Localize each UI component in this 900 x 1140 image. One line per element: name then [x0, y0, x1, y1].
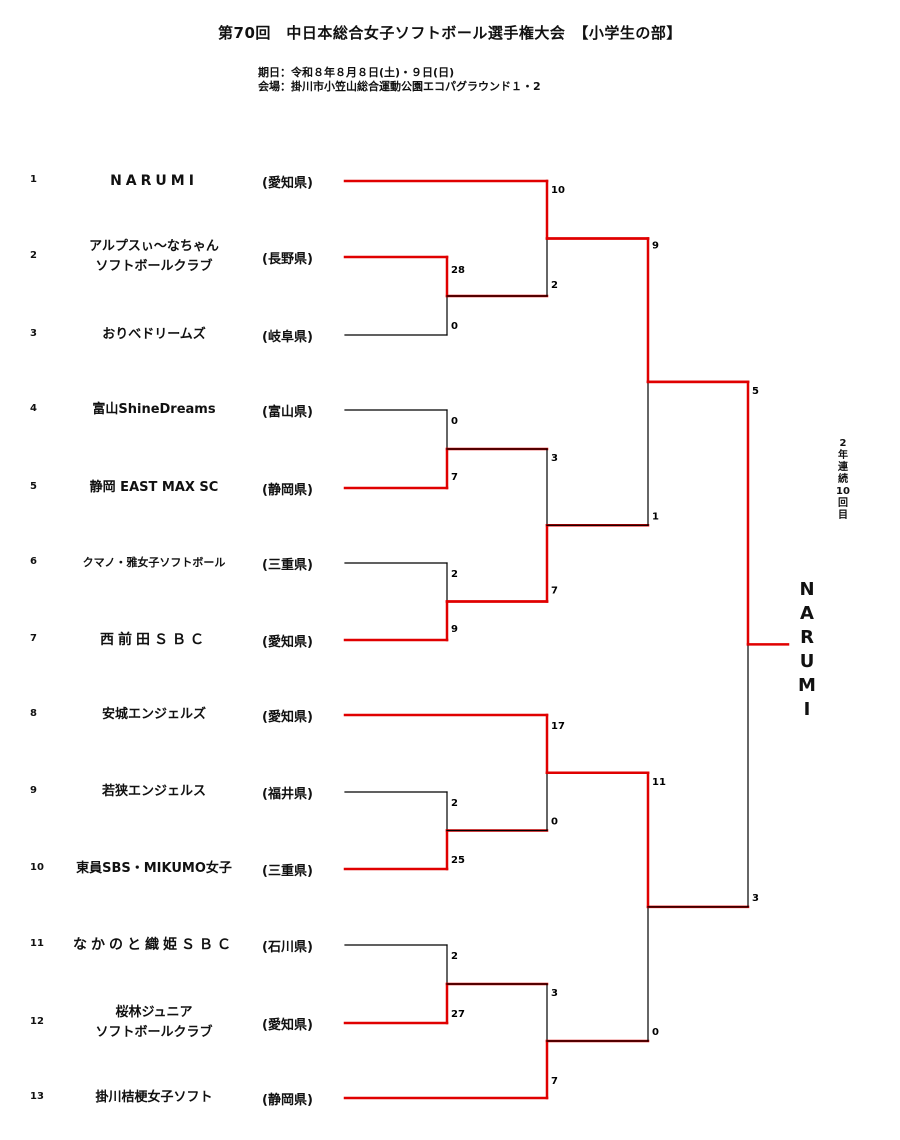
- score-label: 3: [551, 988, 558, 999]
- team-prefecture: (富山県): [262, 405, 313, 420]
- champion-note-char: 続: [838, 474, 848, 485]
- champion-note-char: 2: [839, 438, 847, 449]
- champion-note-char: 年: [838, 450, 848, 461]
- team-name-line: 静岡 EAST MAX SC: [89, 480, 219, 495]
- team-number: 6: [30, 556, 37, 567]
- team-name-line: アルプスぃ～なちゃん: [89, 239, 219, 254]
- team-name-line: 桜林ジュニア: [115, 1005, 193, 1020]
- team-prefecture: (静岡県): [262, 1093, 313, 1108]
- team-name: クマノ・雅女子ソフトボール: [64, 553, 244, 573]
- team-name-line: ソフトボールクラブ: [95, 259, 213, 274]
- team-prefecture: (長野県): [262, 252, 313, 267]
- score-label: 3: [752, 893, 759, 904]
- team-number: 1: [30, 174, 37, 185]
- team-name-line: クマノ・雅女子ソフトボール: [82, 556, 226, 569]
- team-name: おりべドリームズ: [64, 325, 244, 345]
- team-number: 10: [30, 862, 44, 873]
- champion-letter: M: [798, 675, 816, 696]
- team-name: 安城エンジェルズ: [64, 705, 244, 725]
- team-number: 8: [30, 708, 37, 719]
- score-label: 11: [652, 777, 666, 788]
- team-prefecture: (愛知県): [262, 1018, 313, 1033]
- score-label: 10: [551, 185, 565, 196]
- champion-letter: R: [800, 627, 814, 648]
- event-info: 期日：令和８年８月８日(土)・９日(日) 会場：掛川市小笠山総合運動公園エコパグ…: [258, 66, 541, 94]
- event-venue: 会場：掛川市小笠山総合運動公園エコパグラウンド１・2: [258, 80, 541, 93]
- team-prefecture: (愛知県): [262, 176, 313, 191]
- team-name-line: 安城エンジェルズ: [101, 707, 206, 722]
- score-label: 2: [451, 798, 458, 809]
- champion-note-char: 回: [838, 498, 848, 509]
- score-label: 17: [551, 721, 565, 732]
- team-prefecture: (福井県): [262, 787, 313, 802]
- team-name: NARUMI: [64, 171, 244, 191]
- team-number: 13: [30, 1091, 44, 1102]
- score-label: 28: [451, 265, 465, 276]
- team-name: 若狭エンジェルス: [64, 782, 244, 802]
- score-label: 9: [451, 624, 458, 635]
- champion-letter: N: [799, 579, 815, 600]
- team-name: 掛川桔梗女子ソフト: [64, 1088, 244, 1108]
- score-label: 7: [551, 1076, 558, 1087]
- score-label: 0: [551, 817, 558, 828]
- score-label: 2: [451, 569, 458, 580]
- team-name: 西前田ＳＢＣ: [64, 630, 244, 650]
- team-name-line: おりべドリームズ: [102, 327, 206, 342]
- team-number: 7: [30, 633, 37, 644]
- champion-note-char: 連: [838, 462, 848, 473]
- champion-note-char: 10: [836, 486, 850, 497]
- team-name-line: 掛川桔梗女子ソフト: [95, 1090, 213, 1105]
- score-label: 9: [652, 241, 659, 252]
- team-number: 3: [30, 328, 37, 339]
- team-name: 桜林ジュニアソフトボールクラブ: [64, 1003, 244, 1043]
- champion-letter: U: [799, 651, 815, 672]
- team-name: 東員SBS・MIKUMO女子: [64, 859, 244, 879]
- score-label: 7: [451, 472, 458, 483]
- score-label: 1: [652, 511, 659, 522]
- page-title: 第70回 中日本総合女子ソフトボール選手権大会 【小学生の部】: [218, 24, 682, 42]
- score-label: 7: [551, 586, 558, 597]
- team-name-line: 西前田ＳＢＣ: [100, 632, 208, 648]
- team-name-line: 富山ShineDreams: [92, 402, 216, 417]
- team-prefecture: (愛知県): [262, 635, 313, 650]
- team-number: 9: [30, 785, 37, 796]
- team-number: 11: [30, 938, 44, 949]
- team-prefecture: (石川県): [262, 940, 313, 955]
- team-name-line: 若狭エンジェルス: [101, 784, 206, 799]
- team-name-line: 東員SBS・MIKUMO女子: [76, 861, 232, 876]
- team-name-line: NARUMI: [110, 173, 198, 189]
- score-label: 25: [451, 855, 465, 866]
- team-prefecture: (愛知県): [262, 710, 313, 725]
- team-name: 富山ShineDreams: [64, 400, 244, 420]
- team-name: 静岡 EAST MAX SC: [64, 478, 244, 498]
- champion-letter: I: [803, 699, 811, 720]
- score-label: 5: [752, 386, 759, 397]
- score-label: 2: [551, 280, 558, 291]
- team-prefecture: (三重県): [262, 558, 313, 573]
- team-number: 5: [30, 481, 37, 492]
- team-name: なかのと織姫ＳＢＣ: [64, 935, 244, 955]
- champion-note-char: 目: [838, 510, 848, 521]
- team-prefecture: (岐阜県): [262, 330, 313, 345]
- team-prefecture: (三重県): [262, 864, 313, 879]
- score-label: 0: [451, 416, 458, 427]
- team-number: 4: [30, 403, 37, 414]
- team-name: アルプスぃ～なちゃんソフトボールクラブ: [64, 237, 244, 277]
- champion-letter: A: [800, 603, 814, 624]
- score-label: 0: [451, 321, 458, 332]
- team-number: 2: [30, 250, 37, 261]
- score-label: 2: [451, 951, 458, 962]
- score-label: 3: [551, 453, 558, 464]
- team-name-line: なかのと織姫ＳＢＣ: [73, 937, 235, 953]
- team-number: 12: [30, 1016, 44, 1027]
- team-prefecture: (静岡県): [262, 483, 313, 498]
- team-name-line: ソフトボールクラブ: [95, 1025, 213, 1040]
- event-period: 期日：令和８年８月８日(土)・９日(日): [258, 66, 455, 79]
- score-label: 0: [652, 1027, 659, 1038]
- score-label: 27: [451, 1009, 465, 1020]
